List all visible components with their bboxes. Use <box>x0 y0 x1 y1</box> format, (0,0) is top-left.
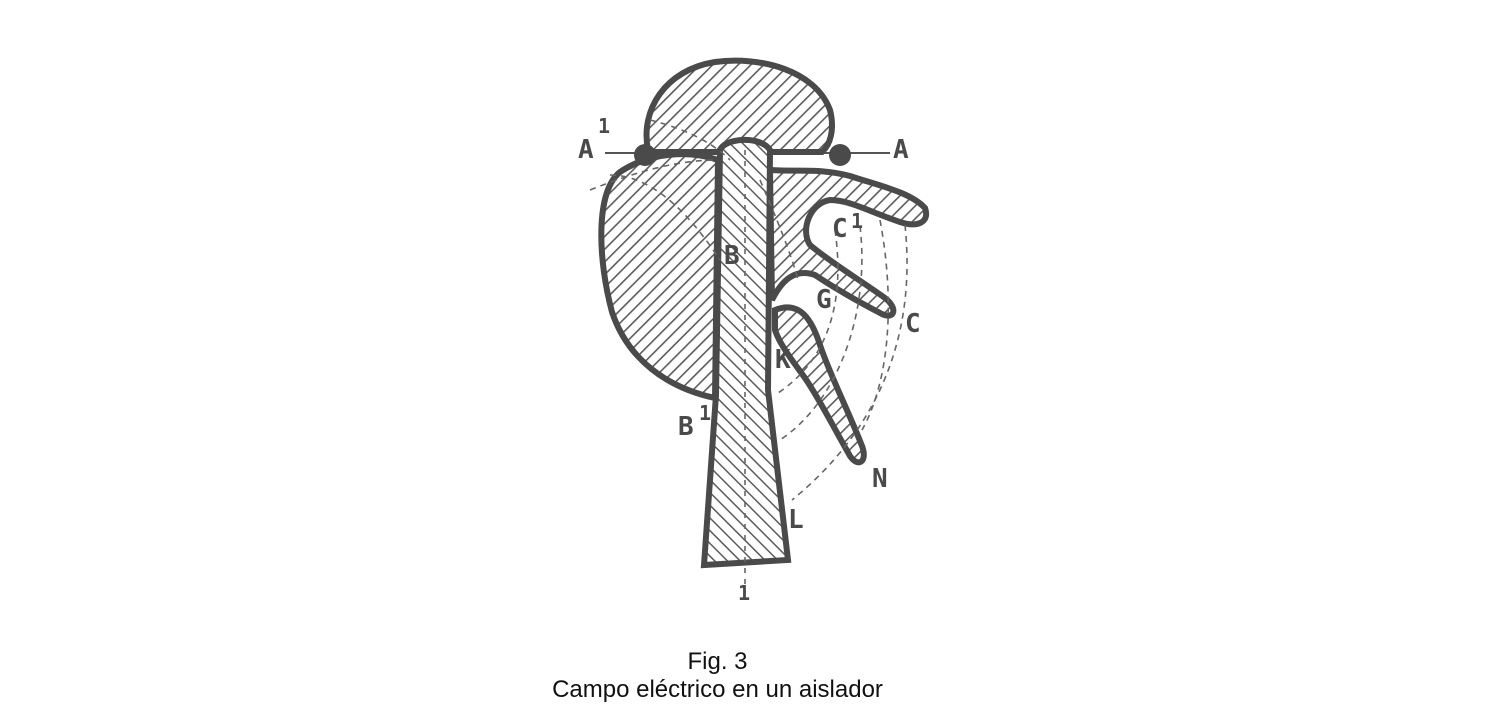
label-l: L <box>788 505 804 535</box>
figure-caption: Campo eléctrico en un aislador <box>552 676 883 703</box>
field-lines <box>589 119 908 501</box>
label-a: A <box>893 135 909 165</box>
label-a1-sup: 1 <box>598 114 610 138</box>
figure-number: Fig. 3 <box>687 648 748 675</box>
label-c1-sup: 1 <box>851 209 863 233</box>
label-b1-sup: 1 <box>699 401 711 425</box>
left-knob <box>634 144 656 166</box>
label-c1: C <box>832 214 848 244</box>
insulator-pin <box>700 136 792 569</box>
insulator-upper-right-shed <box>766 166 930 319</box>
insulator-left-shed <box>598 151 722 402</box>
label-n: N <box>872 464 888 494</box>
label-c: C <box>905 309 921 339</box>
label-b: B <box>724 241 740 271</box>
label-b1: B <box>678 412 694 442</box>
insulator-cap <box>643 57 835 155</box>
label-bottom-mark: 1 <box>738 581 750 605</box>
label-g: G <box>816 285 832 315</box>
label-a1: A <box>578 135 594 165</box>
insulator-lower-right-shed <box>772 304 867 466</box>
label-k: K <box>775 345 791 375</box>
right-knob <box>829 144 851 166</box>
